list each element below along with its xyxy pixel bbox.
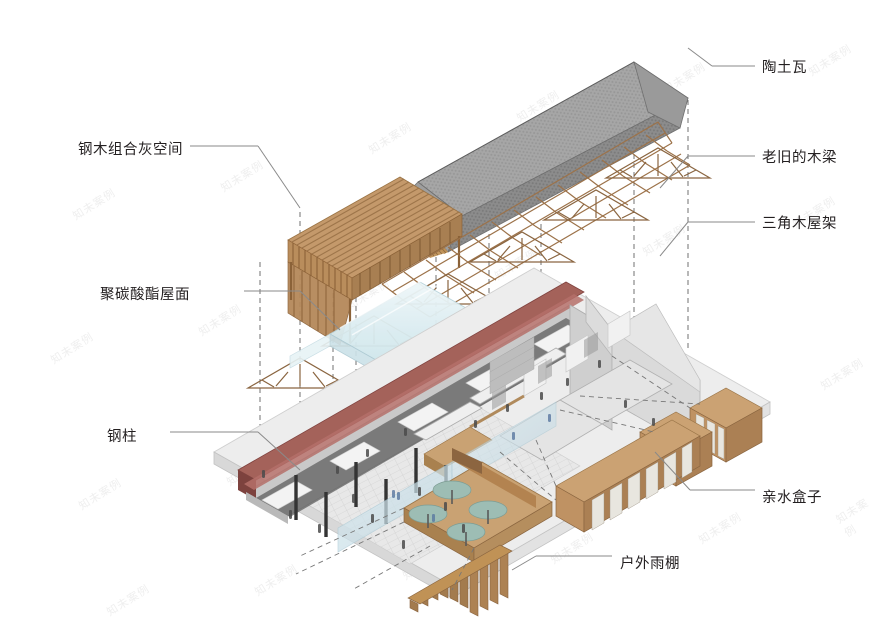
canopy-fins bbox=[407, 544, 513, 617]
layer-timber-slat-canopy bbox=[287, 176, 463, 346]
layer-terrace-deck bbox=[403, 448, 553, 563]
layer-main-building bbox=[237, 281, 701, 524]
timber-box-long bbox=[555, 419, 701, 533]
label-timber-truss: 三角木屋架 bbox=[762, 216, 837, 232]
label-steel-timber-grey-space: 钢木组合灰空间 bbox=[78, 142, 183, 158]
truss-unit bbox=[245, 357, 355, 389]
leader-outdoor-canopy bbox=[511, 555, 537, 571]
leader-old-timber-beam bbox=[659, 155, 689, 189]
leader-clay-tile bbox=[687, 47, 713, 67]
label-leader-lines bbox=[170, 47, 755, 571]
layer-outdoor-canopy bbox=[407, 544, 513, 617]
label-steel-column: 钢柱 bbox=[107, 429, 137, 445]
label-clay-tile: 陶土瓦 bbox=[762, 60, 807, 76]
umbrella-group bbox=[408, 480, 508, 546]
label-outdoor-canopy: 户外雨棚 bbox=[620, 556, 680, 572]
truss-unit bbox=[603, 147, 713, 179]
box-placement-guides bbox=[295, 355, 701, 591]
label-old-timber-beam: 老旧的木梁 bbox=[762, 150, 837, 166]
leader-timber-truss bbox=[659, 221, 689, 257]
leader-water-box bbox=[654, 451, 691, 491]
truss-unit bbox=[541, 189, 651, 221]
leader-steel-column bbox=[257, 431, 301, 471]
layer-timber-boxes bbox=[555, 387, 763, 533]
leader-polycarbonate-roof bbox=[299, 290, 341, 331]
layer-timber-beam-grid bbox=[381, 121, 691, 318]
layer-figures bbox=[262, 360, 655, 549]
label-water-box: 亲水盒子 bbox=[762, 490, 822, 506]
leader-steel-timber-grey-space bbox=[257, 145, 301, 209]
label-polycarbonate-roof: 聚碳酸酯屋面 bbox=[100, 287, 190, 303]
truss-unit bbox=[467, 231, 577, 263]
